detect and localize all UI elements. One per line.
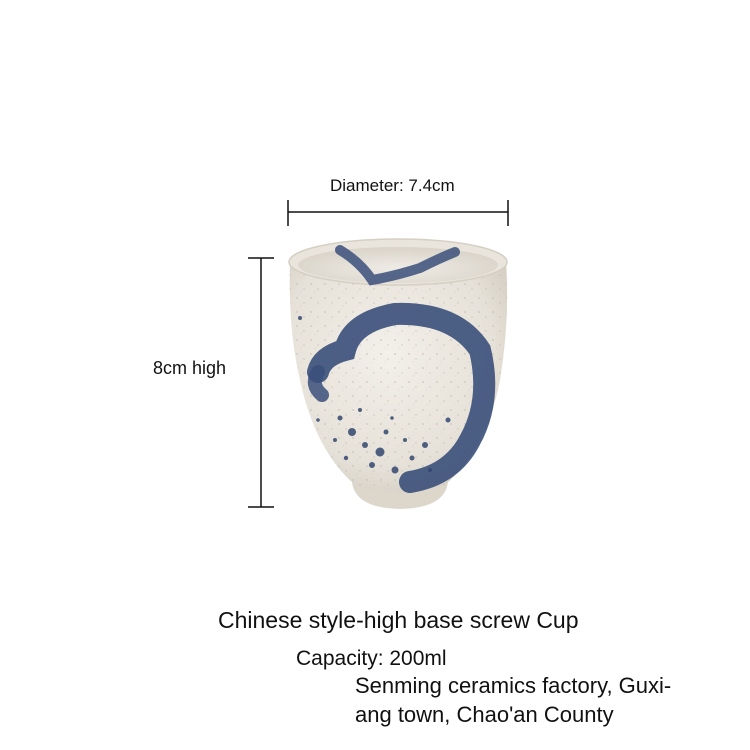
- cup: [288, 238, 508, 509]
- maker-text-line-2: ang town, Chao'an County: [355, 702, 614, 727]
- diameter-label: Diameter: 7.4cm: [330, 176, 455, 195]
- diameter-dimension-line: [287, 200, 509, 226]
- maker-text-line-1: Senming ceramics factory, Guxi-: [355, 673, 672, 698]
- product-title: Chinese style-high base screw Cup: [218, 607, 579, 633]
- capacity-text: Capacity: 200ml: [296, 647, 447, 670]
- height-dimension-line: [248, 257, 274, 508]
- height-label: 8cm high: [153, 358, 227, 378]
